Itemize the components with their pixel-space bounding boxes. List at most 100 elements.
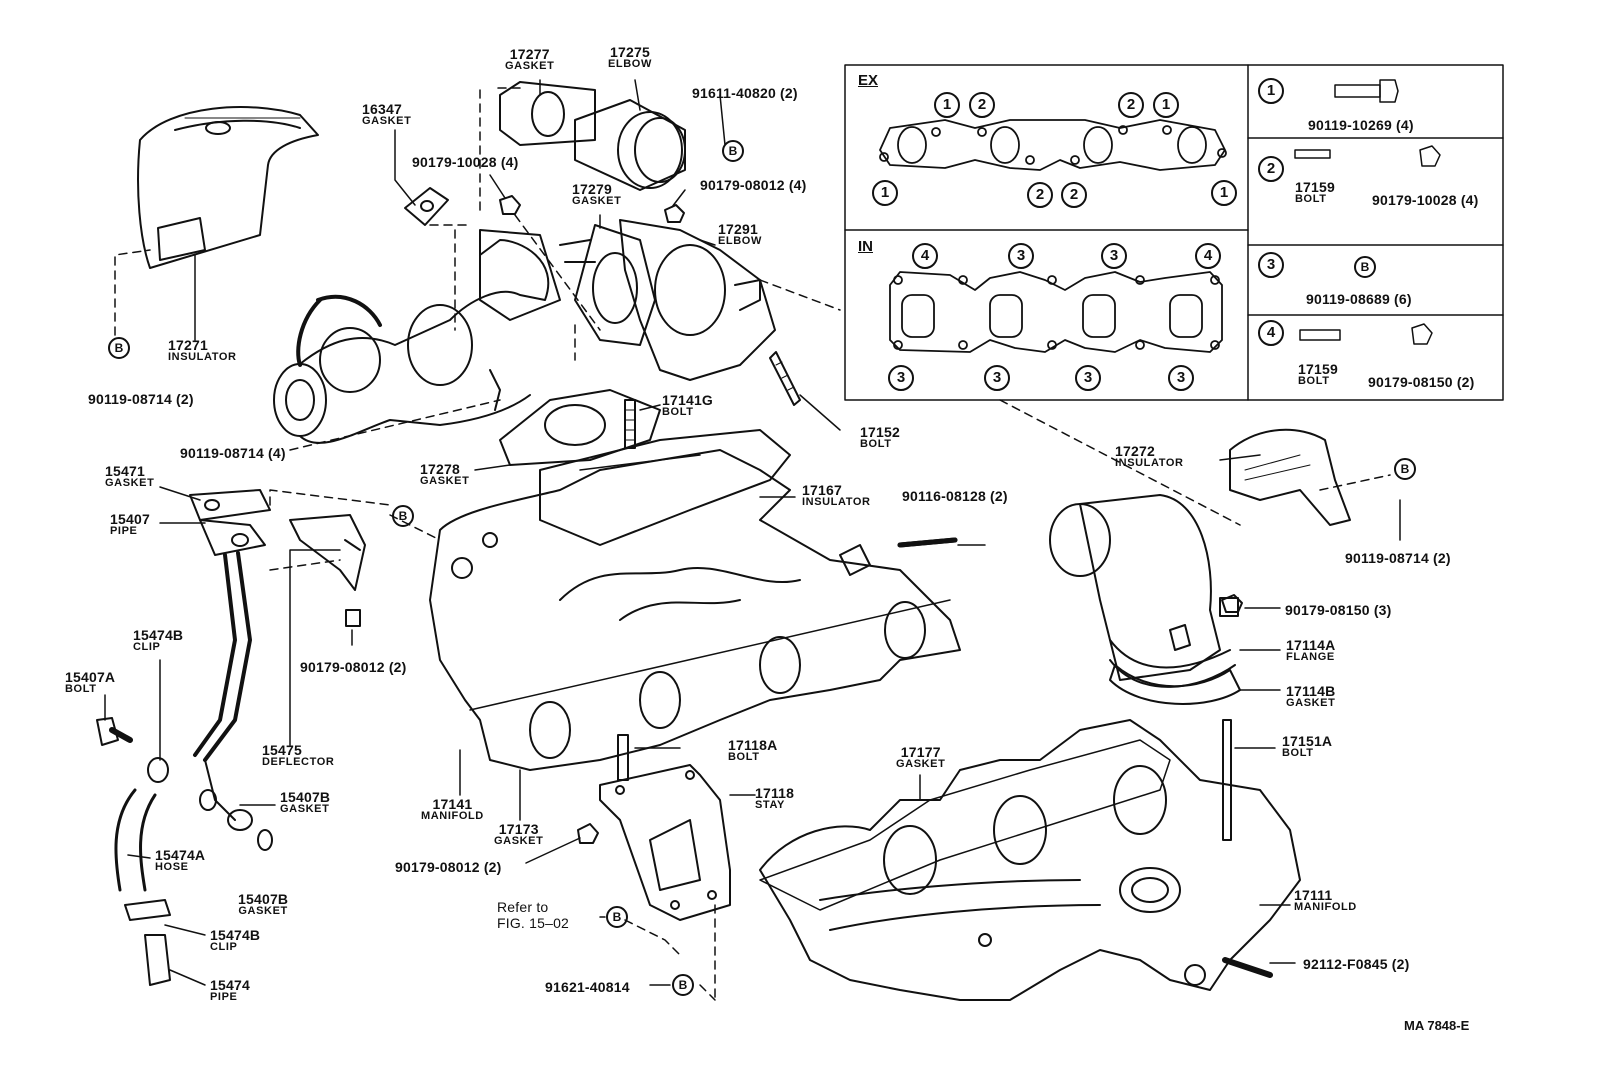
gasket-16347-drawing (404, 187, 449, 226)
ex-order-mark: 2 (1118, 92, 1144, 118)
ex-order-mark: 2 (1027, 182, 1053, 208)
legend-fastener-icons (1294, 79, 1441, 345)
callout-90119-08714-2a: 90119-08714 (2) (88, 391, 194, 407)
oil-pipe-assembly-drawing (96, 489, 366, 986)
elbow-17291-drawing (619, 219, 776, 381)
leader-lines (104, 79, 1401, 986)
gasket-17278-drawing (499, 389, 661, 466)
callout-90179-08012-2b: 90179-08012 (2) (395, 859, 502, 875)
in-gasket-outline (889, 271, 1223, 353)
insulator-17272-drawing (1229, 428, 1351, 526)
ex-gasket-outline (879, 119, 1227, 171)
legend-17159-bolt-b: 17159 BOLT (1298, 361, 1338, 387)
exhaust-manifold-17141-drawing (429, 449, 961, 771)
legend-17159-bolt-a: 17159 BOLT (1295, 179, 1335, 205)
callout-b-flag: B (1390, 458, 1416, 480)
callout-90179-08012-2a: 90179-08012 (2) (300, 659, 407, 675)
in-order-mark: 3 (984, 365, 1010, 391)
gasket-17277-drawing (499, 81, 596, 146)
legend-key-1: 1 (1258, 78, 1284, 104)
legend-90119-08689: 90119-08689 (6) (1306, 291, 1412, 307)
in-order-mark: 3 (888, 365, 914, 391)
dashed-relation-lines (114, 87, 1391, 1001)
legend-key-4: 4 (1258, 320, 1284, 346)
callout-90119-08714-2b: 90119-08714 (2) (1345, 550, 1451, 566)
turbocharger-drawing (273, 229, 596, 444)
callout-91621-40814: 91621-40814 (545, 979, 630, 995)
bolt-17118a-drawing (617, 734, 629, 781)
intake-manifold-17111-drawing (759, 719, 1301, 1001)
ex-order-mark: 1 (934, 92, 960, 118)
gasket-17177-drawing (759, 739, 1171, 911)
callout-92112-f0845: 92112-F0845 (2) (1303, 956, 1410, 972)
callout-b-flag: B (718, 140, 744, 162)
ex-order-mark: 1 (1211, 180, 1237, 206)
in-order-mark: 3 (1075, 365, 1101, 391)
ex-order-mark: 2 (969, 92, 995, 118)
callout-b-flag: B (104, 337, 130, 359)
insulator-17167-drawing (539, 429, 791, 546)
callout-90179-08012-4: 90179-08012 (4) (700, 177, 807, 193)
gasket-order-box (844, 64, 1504, 401)
callout-90119-08714-4: 90119-08714 (4) (180, 445, 286, 461)
gasket-17279-drawing (574, 224, 656, 346)
legend-90179-08150: 90179-08150 (2) (1368, 374, 1475, 390)
refer-note: Refer to FIG. 15–02 (497, 899, 570, 931)
bolt-17141g-drawing (624, 399, 636, 449)
drawing-code: MA 7848-E (1404, 1018, 1470, 1033)
in-order-mark: 3 (1101, 243, 1127, 269)
callout-b-flag: B (668, 974, 694, 996)
legend-b-flag: B (1350, 256, 1376, 278)
stud-92112-drawing (1222, 957, 1273, 978)
ex-gasket-title: EX (858, 72, 879, 89)
nut-90179-10028-drawing (499, 195, 521, 215)
ex-order-mark: 1 (1153, 92, 1179, 118)
stud-90116-08128-drawing (897, 537, 958, 548)
callout-91611-40820: 91611-40820 (2) (692, 85, 798, 101)
ex-order-mark: 2 (1061, 182, 1087, 208)
in-order-mark: 3 (1168, 365, 1194, 391)
in-gasket-title: IN (858, 238, 873, 255)
gasket-17114b-drawing (1109, 664, 1241, 705)
legend-90179-10028: 90179-10028 (4) (1372, 192, 1479, 208)
in-order-mark: 4 (1195, 243, 1221, 269)
callout-90116-08128: 90116-08128 (2) (902, 488, 1008, 504)
nut-90179-08012-drawing (664, 204, 685, 223)
elbow-17275-drawing (574, 99, 686, 191)
nut-90179-08150-drawing (1221, 594, 1243, 613)
stay-17118-drawing (599, 764, 731, 921)
flange-17114a-drawing (1049, 494, 1239, 688)
in-order-mark: 4 (912, 243, 938, 269)
nut-90179-08012-b-drawing (577, 823, 599, 844)
bolt-17152-drawing (769, 351, 801, 406)
